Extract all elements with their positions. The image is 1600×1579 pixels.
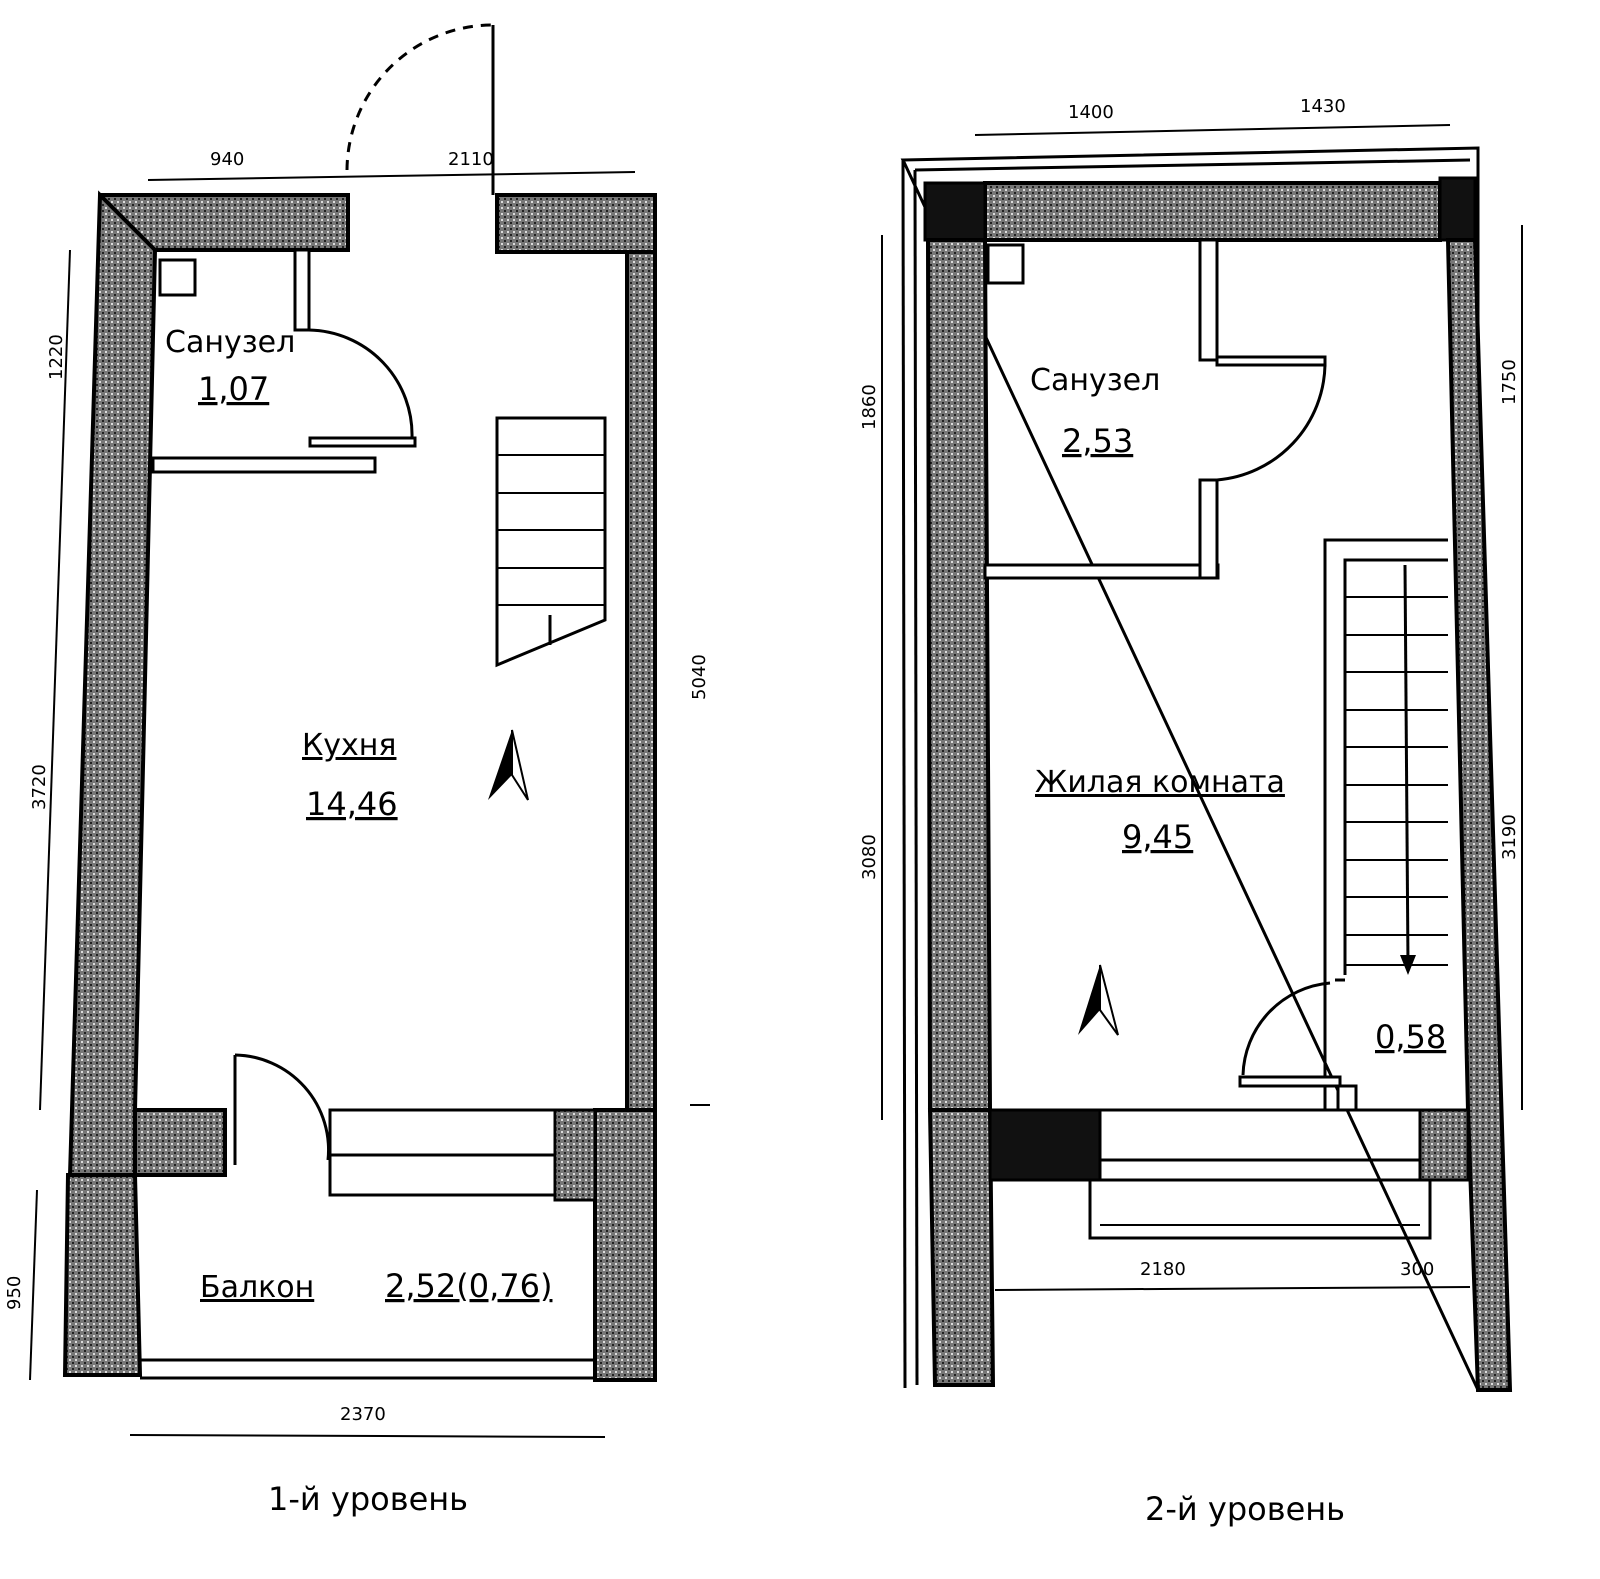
storage-door-swing [1241,981,1331,1076]
dimension-lines-2 [881,124,1523,1291]
dim-top-right: 1430 [1300,96,1346,117]
room-area-kitchen: 14,46 [306,785,398,823]
dim-right: 5040 [689,654,710,700]
wall-top [983,181,1442,242]
wall-corner-left [923,181,987,242]
wall-bottom-left [988,1108,1102,1182]
bath-horizontal-partition [151,456,377,474]
bath-door-swing [308,328,414,439]
bath-shaft [986,243,1025,285]
room-name-bathroom-2: Санузел [1030,363,1160,398]
window-level-2 [1088,1108,1432,1240]
wall-kitchen-balcony [133,1108,227,1177]
room-area-storage: 0,58 [1375,1018,1446,1056]
dim-bottom-right: 300 [1400,1259,1434,1280]
stairs-level-2 [1323,538,1448,1110]
room-name-bathroom-1: Санузел [165,325,295,360]
room-name-living-room: Жилая комната [1035,765,1285,800]
stairs-level-1 [495,416,607,668]
dim-right-top: 1750 [1499,359,1520,405]
room-area-bathroom-2: 2,53 [1062,422,1133,460]
dim-bottom-left: 2180 [1140,1259,1186,1280]
balcony-door-swing [234,1053,331,1161]
bath-horizontal-partition [983,563,1220,580]
wall-window-pier [553,1108,597,1202]
wall-left [925,238,993,1112]
dim-left-top: 1220 [46,334,67,380]
entrance-door-swing [345,23,494,171]
bath-vertical-partition [293,248,311,332]
bath-partition-upper [1198,238,1219,362]
bath-shaft [158,258,197,297]
dimension-lines-1 [29,171,710,1438]
storage-door-leaf [1238,1075,1342,1088]
dim-top-left: 1400 [1068,102,1114,123]
window-level-1 [328,1108,557,1197]
bath-door-leaf [308,436,417,448]
dim-left-top: 1860 [859,384,880,430]
room-name-balcony: Балкон [200,1270,314,1305]
wall-balcony-right [593,1108,657,1382]
level-1-caption: 1-й уровень [268,1480,468,1518]
wall-corner-right [1438,176,1477,242]
dim-top-right: 2110 [448,149,494,170]
dim-left-bottom: 3080 [859,834,880,880]
room-area-living-room: 9,45 [1122,818,1193,856]
bath-partition-lower [1198,478,1219,580]
wall-left [67,190,158,1177]
room-area-balcony: 2,52(0,76) [385,1267,552,1305]
dim-top-left: 940 [210,149,244,170]
level-2-plan: 1400 1430 1860 3080 1750 3190 2180 300 С… [859,96,1523,1528]
wall-top-right [495,193,657,254]
wall-left-lower [927,1108,996,1387]
wall-right [1445,238,1513,1392]
dim-left-mid: 3720 [29,764,50,810]
level-1-plan: 940 2110 1220 3720 950 5040 2370 Санузел… [4,23,710,1518]
dim-left-bottom: 950 [4,1276,25,1310]
bath-door-leaf [1215,355,1327,367]
north-arrow-1 [488,729,529,801]
balcony-rail [140,1358,595,1380]
storage-door-jamb [1336,1084,1358,1112]
wall-bottom-right [1418,1108,1470,1182]
wall-balcony-left [62,1173,143,1377]
room-area-bathroom-1: 1,07 [198,370,269,408]
north-arrow-2 [1078,964,1119,1036]
level-2-caption: 2-й уровень [1145,1490,1345,1528]
dim-bottom: 2370 [340,1404,386,1425]
dim-right-bottom: 3190 [1499,814,1520,860]
bath-door-swing [1216,364,1327,482]
room-name-kitchen: Кухня [302,728,396,763]
